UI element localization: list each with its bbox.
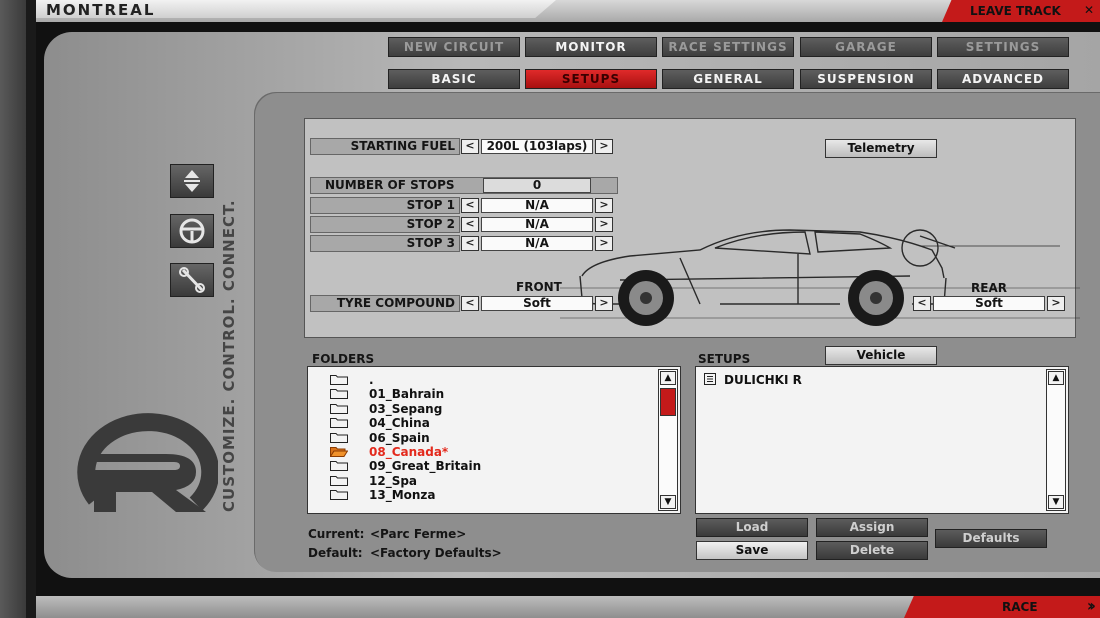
pitstop-icon-button[interactable] [170, 164, 214, 198]
tyre-compound-label: TYRE COMPOUND [310, 295, 460, 312]
top-bar: MONTREAL [36, 0, 1100, 22]
brand-slogan: CUSTOMIZE. CONTROL. CONNECT. [220, 199, 238, 512]
wrench-icon [179, 267, 205, 293]
stop-3-decrease-button[interactable]: < [461, 236, 479, 251]
fuel-decrease-button[interactable]: < [461, 139, 479, 154]
assign-button[interactable]: Assign [816, 518, 928, 537]
scroll-down-icon[interactable]: ▼ [1048, 495, 1064, 509]
rear-label: REAR [971, 281, 1007, 295]
setups-list: DULICHKI R ▲ ▼ [695, 366, 1069, 514]
folder-item[interactable]: 09_Great_Britain [330, 459, 481, 473]
starting-fuel-label: STARTING FUEL [310, 138, 460, 155]
track-title: MONTREAL [46, 1, 156, 19]
scroll-up-icon[interactable]: ▲ [1048, 371, 1064, 385]
default-value: <Factory Defaults> [370, 546, 502, 560]
folder-icon [330, 461, 348, 471]
stop-3-label: STOP 3 [310, 235, 460, 252]
left-frame-strip [0, 0, 26, 618]
folders-scrollbar[interactable]: ▲ ▼ [658, 369, 678, 511]
stop-1-decrease-button[interactable]: < [461, 198, 479, 213]
double-chevron-right-icon: ›› [1086, 596, 1096, 615]
brand-logo [77, 413, 218, 512]
leave-track-label: LEAVE TRACK [970, 4, 1061, 18]
tyre-front-value: Soft [481, 296, 593, 311]
defaults-button[interactable]: Defaults [935, 529, 1047, 548]
tyre-rear-decrease-button[interactable]: < [913, 296, 931, 311]
default-label: Default: [308, 546, 363, 560]
tools-icon-button[interactable] [170, 263, 214, 297]
starting-fuel-value: 200L (103laps) [481, 139, 593, 154]
tab-new-circuit[interactable]: NEW CIRCUIT [388, 37, 520, 57]
setups-scrollbar[interactable]: ▲ ▼ [1046, 369, 1066, 511]
scroll-up-icon[interactable]: ▲ [660, 371, 676, 385]
tyre-rear-increase-button[interactable]: > [1047, 296, 1065, 311]
race-label: RACE [1002, 600, 1038, 614]
car-outline-image [560, 229, 1080, 326]
folder-item[interactable]: . [330, 373, 374, 387]
current-label: Current: [308, 527, 365, 541]
save-button[interactable]: Save [696, 541, 808, 560]
race-button[interactable]: RACE ›› [904, 596, 1100, 618]
vehicle-button[interactable]: Vehicle [825, 346, 937, 365]
delete-button[interactable]: Delete [816, 541, 928, 560]
tab-advanced[interactable]: ADVANCED [937, 69, 1069, 89]
folder-open-icon [330, 447, 348, 457]
tab-settings[interactable]: SETTINGS [937, 37, 1069, 57]
load-button[interactable]: Load [696, 518, 808, 537]
tyre-rear-value: Soft [933, 296, 1045, 311]
folder-item[interactable]: 04_China [330, 416, 430, 430]
setups-title: SETUPS [698, 352, 751, 366]
leave-track-button[interactable]: LEAVE TRACK ✕ [942, 0, 1100, 22]
tab-setups[interactable]: SETUPS [525, 69, 657, 89]
bottom-bar [36, 596, 1100, 618]
folders-title: FOLDERS [312, 352, 375, 366]
stop-2-label: STOP 2 [310, 216, 460, 233]
tyre-front-increase-button[interactable]: > [595, 296, 613, 311]
setup-item[interactable]: DULICHKI R [704, 373, 802, 387]
folder-icon [330, 476, 348, 486]
arrows-vertical-icon [184, 170, 200, 192]
folder-icon [330, 490, 348, 500]
scroll-thumb[interactable] [660, 388, 676, 416]
tab-general[interactable]: GENERAL [662, 69, 794, 89]
tab-basic[interactable]: BASIC [388, 69, 520, 89]
stop-1-value: N/A [481, 198, 593, 213]
left-frame-shadow [26, 0, 36, 618]
telemetry-button[interactable]: Telemetry [825, 139, 937, 158]
stop-2-decrease-button[interactable]: < [461, 217, 479, 232]
folder-icon [330, 375, 348, 385]
folder-item[interactable]: 03_Sepang [330, 402, 442, 416]
front-label: FRONT [516, 280, 562, 294]
folder-icon [330, 418, 348, 428]
tab-suspension[interactable]: SUSPENSION [800, 69, 932, 89]
stop-3-value: N/A [481, 236, 593, 251]
fuel-increase-button[interactable]: > [595, 139, 613, 154]
tab-garage[interactable]: GARAGE [800, 37, 932, 57]
number-of-stops-value: 0 [483, 178, 591, 193]
scroll-down-icon[interactable]: ▼ [660, 495, 676, 509]
stop-1-label: STOP 1 [310, 197, 460, 214]
folder-icon [330, 404, 348, 414]
stop-3-increase-button[interactable]: > [595, 236, 613, 251]
stop-1-increase-button[interactable]: > [595, 198, 613, 213]
title-tab [36, 0, 556, 18]
tyre-front-decrease-button[interactable]: < [461, 296, 479, 311]
stop-2-increase-button[interactable]: > [595, 217, 613, 232]
folder-icon [330, 433, 348, 443]
folder-item[interactable]: 12_Spa [330, 474, 417, 488]
stop-2-value: N/A [481, 217, 593, 232]
folder-item-selected[interactable]: 08_Canada* [330, 445, 448, 459]
steering-wheel-icon [179, 218, 205, 244]
folder-item[interactable]: 01_Bahrain [330, 387, 444, 401]
folder-item[interactable]: 13_Monza [330, 488, 436, 502]
tab-monitor[interactable]: MONITOR [525, 37, 657, 57]
folders-list: . 01_Bahrain 03_Sepang 04_China 06_Spain… [307, 366, 681, 514]
document-icon [704, 373, 716, 385]
close-icon: ✕ [1083, 3, 1094, 17]
current-value: <Parc Ferme> [370, 527, 467, 541]
folder-item[interactable]: 06_Spain [330, 431, 430, 445]
tab-race-settings[interactable]: RACE SETTINGS [662, 37, 794, 57]
folder-icon [330, 389, 348, 399]
steering-icon-button[interactable] [170, 214, 214, 248]
